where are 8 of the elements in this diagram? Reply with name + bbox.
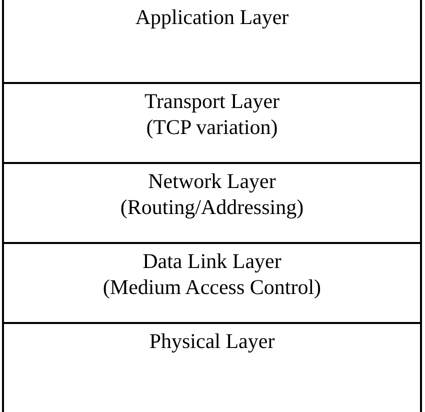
layer-description: (TCP variation) bbox=[146, 114, 278, 140]
layer-description: (Routing/Addressing) bbox=[120, 194, 304, 220]
layer-name: Data Link Layer bbox=[142, 248, 282, 274]
layer-name: Physical Layer bbox=[149, 328, 275, 354]
layer-name: Application Layer bbox=[135, 4, 289, 30]
layer-description: (Medium Access Control) bbox=[102, 274, 322, 300]
layer-name: Transport Layer bbox=[144, 88, 280, 114]
layer-name: Network Layer bbox=[148, 168, 276, 194]
